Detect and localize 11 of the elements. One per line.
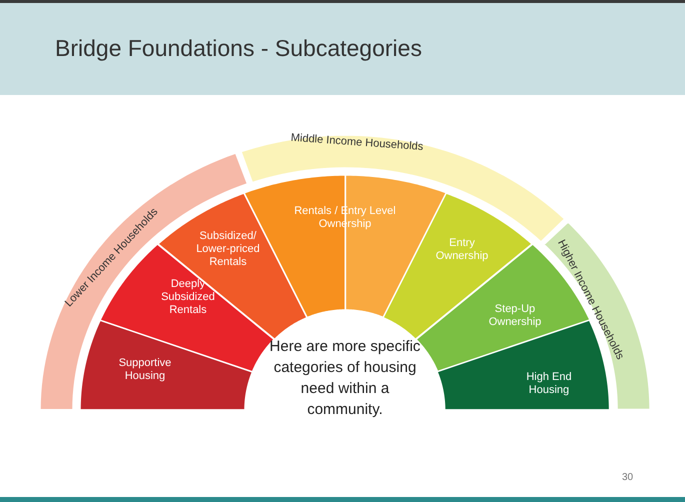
segment-label: Step-Up Ownership <box>488 302 542 330</box>
center-text: Here are more specific categories of housing need within a community. <box>268 337 422 420</box>
segment-label: Supportive Housing <box>118 356 172 384</box>
band-label: Middle Income Households <box>289 130 425 155</box>
segment-label: High End Housing <box>525 370 573 398</box>
segment-label: Deeply Subsidized Rentals <box>160 278 216 318</box>
page-number: 30 <box>622 472 634 483</box>
segment-label: Subsidized/ Lower-priced Rentals <box>195 230 261 270</box>
slide-title: Bridge Foundations - Subcategories <box>55 35 422 62</box>
housing-segment <box>80 320 253 410</box>
segment-label: Entry Ownership <box>434 236 490 264</box>
